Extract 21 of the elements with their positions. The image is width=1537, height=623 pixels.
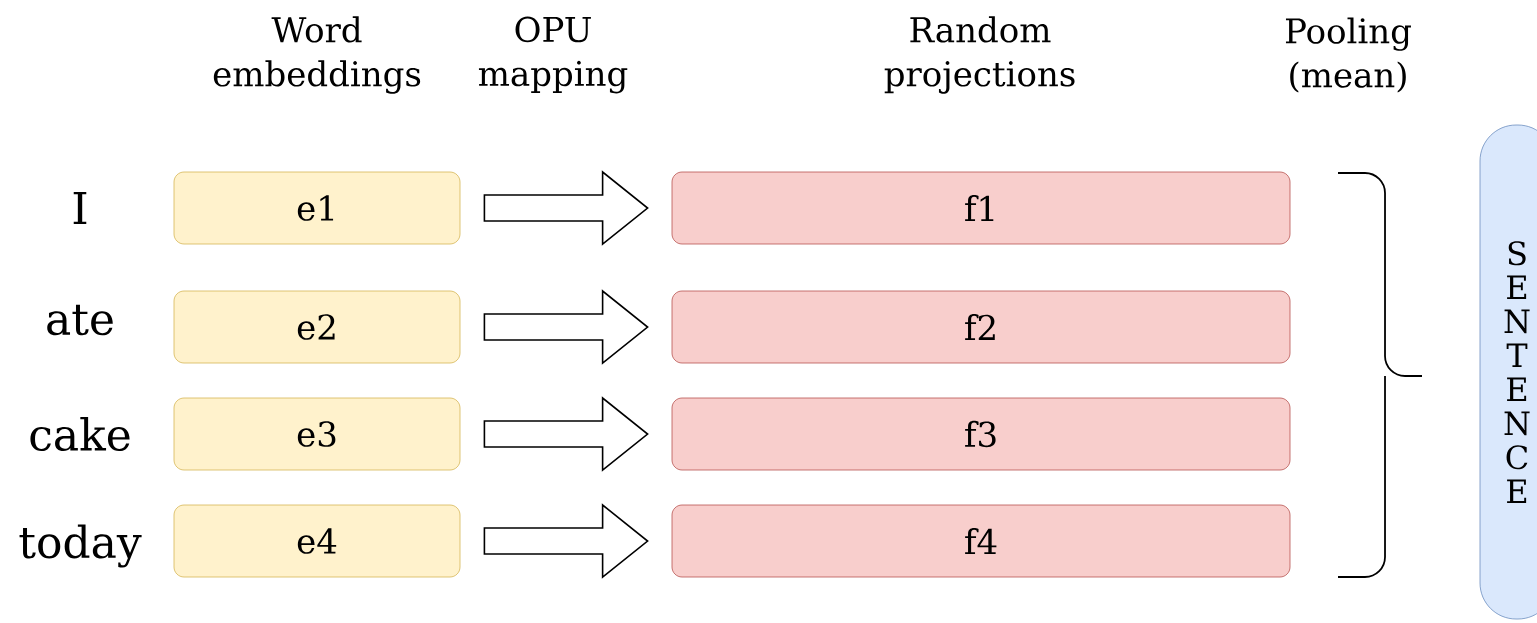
- projection-box: f1: [671, 171, 1291, 245]
- embedding-box: e2: [173, 290, 461, 364]
- word-label: I: [73, 191, 87, 225]
- word-label: ate: [47, 304, 113, 336]
- block-arrow: [483, 289, 649, 365]
- column-header: Random projections: [884, 16, 1075, 94]
- projection-box: f4: [671, 504, 1291, 578]
- embedding-box: e1: [173, 171, 461, 245]
- block-arrow: [483, 396, 649, 472]
- word-label: today: [19, 524, 142, 568]
- word-label: cake: [30, 416, 130, 452]
- projection-box: f2: [671, 290, 1291, 364]
- block-arrow: [483, 503, 649, 579]
- embedding-box: e4: [173, 504, 461, 578]
- column-header: Word embeddings: [213, 16, 421, 94]
- column-header: OPU mapping: [478, 16, 628, 94]
- block-arrow: [483, 170, 649, 246]
- embedding-box: e3: [173, 397, 461, 471]
- column-header: Pooling (mean): [1285, 17, 1411, 93]
- projection-box: f3: [671, 397, 1291, 471]
- sentence-box: SENTENCE: [1479, 124, 1537, 620]
